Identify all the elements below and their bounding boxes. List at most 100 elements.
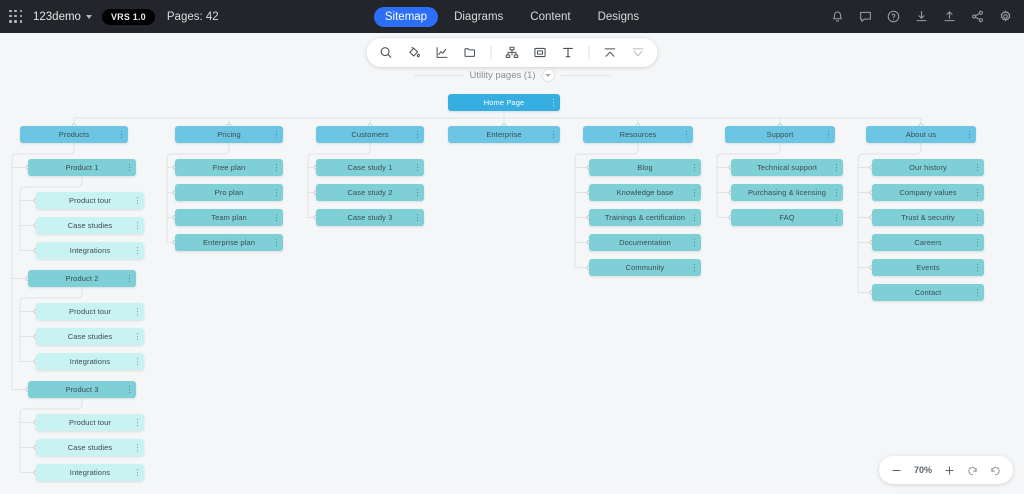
zoom-in-button[interactable] bbox=[943, 464, 956, 477]
node-menu-icon[interactable] bbox=[976, 238, 978, 247]
sitemap-node-team-plan[interactable]: Team plan bbox=[175, 209, 283, 226]
zoom-out-button[interactable] bbox=[890, 464, 903, 477]
sitemap-node-free-plan[interactable]: Free plan bbox=[175, 159, 283, 176]
tab-sitemap[interactable]: Sitemap bbox=[373, 6, 439, 27]
sitemap-node-home-page[interactable]: Home Page bbox=[448, 94, 560, 111]
help-icon[interactable] bbox=[886, 9, 901, 24]
tab-diagrams[interactable]: Diagrams bbox=[454, 10, 504, 23]
sitemap-node-documentation[interactable]: Documentation bbox=[589, 234, 701, 251]
sitemap-node-product-2[interactable]: Product 2 bbox=[28, 270, 136, 287]
node-menu-icon[interactable] bbox=[136, 332, 138, 341]
node-menu-icon[interactable] bbox=[976, 163, 978, 172]
sitemap-node-enterprise-plan[interactable]: Enterprise plan bbox=[175, 234, 283, 251]
sitemap-node-support[interactable]: Support bbox=[725, 126, 835, 143]
sitemap-node-trust-security[interactable]: Trust & security bbox=[872, 209, 984, 226]
node-menu-icon[interactable] bbox=[120, 130, 122, 139]
node-menu-icon[interactable] bbox=[976, 188, 978, 197]
folder-icon[interactable] bbox=[463, 45, 478, 60]
sitemap-node-resources[interactable]: Resources bbox=[583, 126, 693, 143]
sitemap-tree-icon[interactable] bbox=[505, 45, 520, 60]
node-menu-icon[interactable] bbox=[275, 238, 277, 247]
node-menu-icon[interactable] bbox=[275, 130, 277, 139]
sitemap-node-careers[interactable]: Careers bbox=[872, 234, 984, 251]
sitemap-node-products[interactable]: Products bbox=[20, 126, 128, 143]
node-menu-icon[interactable] bbox=[968, 130, 970, 139]
redo-button[interactable] bbox=[989, 464, 1002, 477]
sitemap-node-integrations[interactable]: Integrations bbox=[36, 242, 144, 259]
sitemap-node-faq[interactable]: FAQ bbox=[731, 209, 843, 226]
node-menu-icon[interactable] bbox=[693, 263, 695, 272]
sitemap-node-community[interactable]: Community bbox=[589, 259, 701, 276]
node-menu-icon[interactable] bbox=[416, 213, 418, 222]
node-menu-icon[interactable] bbox=[835, 188, 837, 197]
sitemap-node-customers[interactable]: Customers bbox=[316, 126, 424, 143]
node-menu-icon[interactable] bbox=[552, 130, 554, 139]
node-menu-icon[interactable] bbox=[136, 246, 138, 255]
node-menu-icon[interactable] bbox=[685, 130, 687, 139]
workspace-selector[interactable]: 123demo bbox=[33, 11, 92, 23]
sitemap-node-integrations[interactable]: Integrations bbox=[36, 353, 144, 370]
node-menu-icon[interactable] bbox=[136, 443, 138, 452]
node-menu-icon[interactable] bbox=[136, 196, 138, 205]
node-menu-icon[interactable] bbox=[136, 418, 138, 427]
sitemap-node-case-studies[interactable]: Case studies bbox=[36, 439, 144, 456]
sitemap-node-blog[interactable]: Blog bbox=[589, 159, 701, 176]
node-menu-icon[interactable] bbox=[976, 288, 978, 297]
sitemap-node-product-3[interactable]: Product 3 bbox=[28, 381, 136, 398]
sitemap-node-product-1[interactable]: Product 1 bbox=[28, 159, 136, 176]
expand-down-icon[interactable] bbox=[631, 45, 646, 60]
node-menu-icon[interactable] bbox=[275, 163, 277, 172]
upload-icon[interactable] bbox=[942, 9, 957, 24]
download-icon[interactable] bbox=[914, 9, 929, 24]
node-menu-icon[interactable] bbox=[128, 274, 130, 283]
sitemap-node-product-tour[interactable]: Product tour bbox=[36, 192, 144, 209]
node-menu-icon[interactable] bbox=[976, 213, 978, 222]
node-menu-icon[interactable] bbox=[835, 163, 837, 172]
node-menu-icon[interactable] bbox=[693, 163, 695, 172]
node-menu-icon[interactable] bbox=[552, 98, 554, 107]
text-icon[interactable] bbox=[561, 45, 576, 60]
utility-pages-toggle[interactable] bbox=[541, 69, 555, 82]
sitemap-node-case-studies[interactable]: Case studies bbox=[36, 217, 144, 234]
node-menu-icon[interactable] bbox=[136, 357, 138, 366]
sitemap-node-our-history[interactable]: Our history bbox=[872, 159, 984, 176]
sitemap-node-case-study-2[interactable]: Case study 2 bbox=[316, 184, 424, 201]
chart-line-icon[interactable] bbox=[435, 45, 450, 60]
zoom-level-value[interactable]: 70% bbox=[913, 465, 932, 475]
sitemap-node-technical-support[interactable]: Technical support bbox=[731, 159, 843, 176]
share-icon[interactable] bbox=[970, 9, 985, 24]
sitemap-node-product-tour[interactable]: Product tour bbox=[36, 303, 144, 320]
collapse-up-icon[interactable] bbox=[603, 45, 618, 60]
sitemap-node-product-tour[interactable]: Product tour bbox=[36, 414, 144, 431]
card-frame-icon[interactable] bbox=[533, 45, 548, 60]
node-menu-icon[interactable] bbox=[835, 213, 837, 222]
sitemap-node-integrations[interactable]: Integrations bbox=[36, 464, 144, 481]
node-menu-icon[interactable] bbox=[136, 221, 138, 230]
node-menu-icon[interactable] bbox=[416, 130, 418, 139]
node-menu-icon[interactable] bbox=[693, 238, 695, 247]
node-menu-icon[interactable] bbox=[693, 213, 695, 222]
sitemap-node-events[interactable]: Events bbox=[872, 259, 984, 276]
sitemap-node-trainings-certification[interactable]: Trainings & certification bbox=[589, 209, 701, 226]
node-menu-icon[interactable] bbox=[416, 163, 418, 172]
node-menu-icon[interactable] bbox=[416, 188, 418, 197]
node-menu-icon[interactable] bbox=[976, 263, 978, 272]
sitemap-node-case-studies[interactable]: Case studies bbox=[36, 328, 144, 345]
sitemap-node-pricing[interactable]: Pricing bbox=[175, 126, 283, 143]
tab-designs[interactable]: Designs bbox=[597, 10, 640, 23]
search-icon[interactable] bbox=[379, 45, 394, 60]
paint-bucket-icon[interactable] bbox=[407, 45, 422, 60]
node-menu-icon[interactable] bbox=[128, 163, 130, 172]
settings-icon[interactable] bbox=[998, 9, 1013, 24]
node-menu-icon[interactable] bbox=[128, 385, 130, 394]
sitemap-node-about-us[interactable]: About us bbox=[866, 126, 976, 143]
sitemap-node-purchasing-licensing[interactable]: Purchasing & licensing bbox=[731, 184, 843, 201]
sitemap-node-enterprise[interactable]: Enterprise bbox=[448, 126, 560, 143]
node-menu-icon[interactable] bbox=[136, 307, 138, 316]
tab-content[interactable]: Content bbox=[530, 10, 571, 23]
node-menu-icon[interactable] bbox=[275, 188, 277, 197]
undo-button[interactable] bbox=[966, 464, 979, 477]
node-menu-icon[interactable] bbox=[136, 468, 138, 477]
sitemap-node-case-study-3[interactable]: Case study 3 bbox=[316, 209, 424, 226]
